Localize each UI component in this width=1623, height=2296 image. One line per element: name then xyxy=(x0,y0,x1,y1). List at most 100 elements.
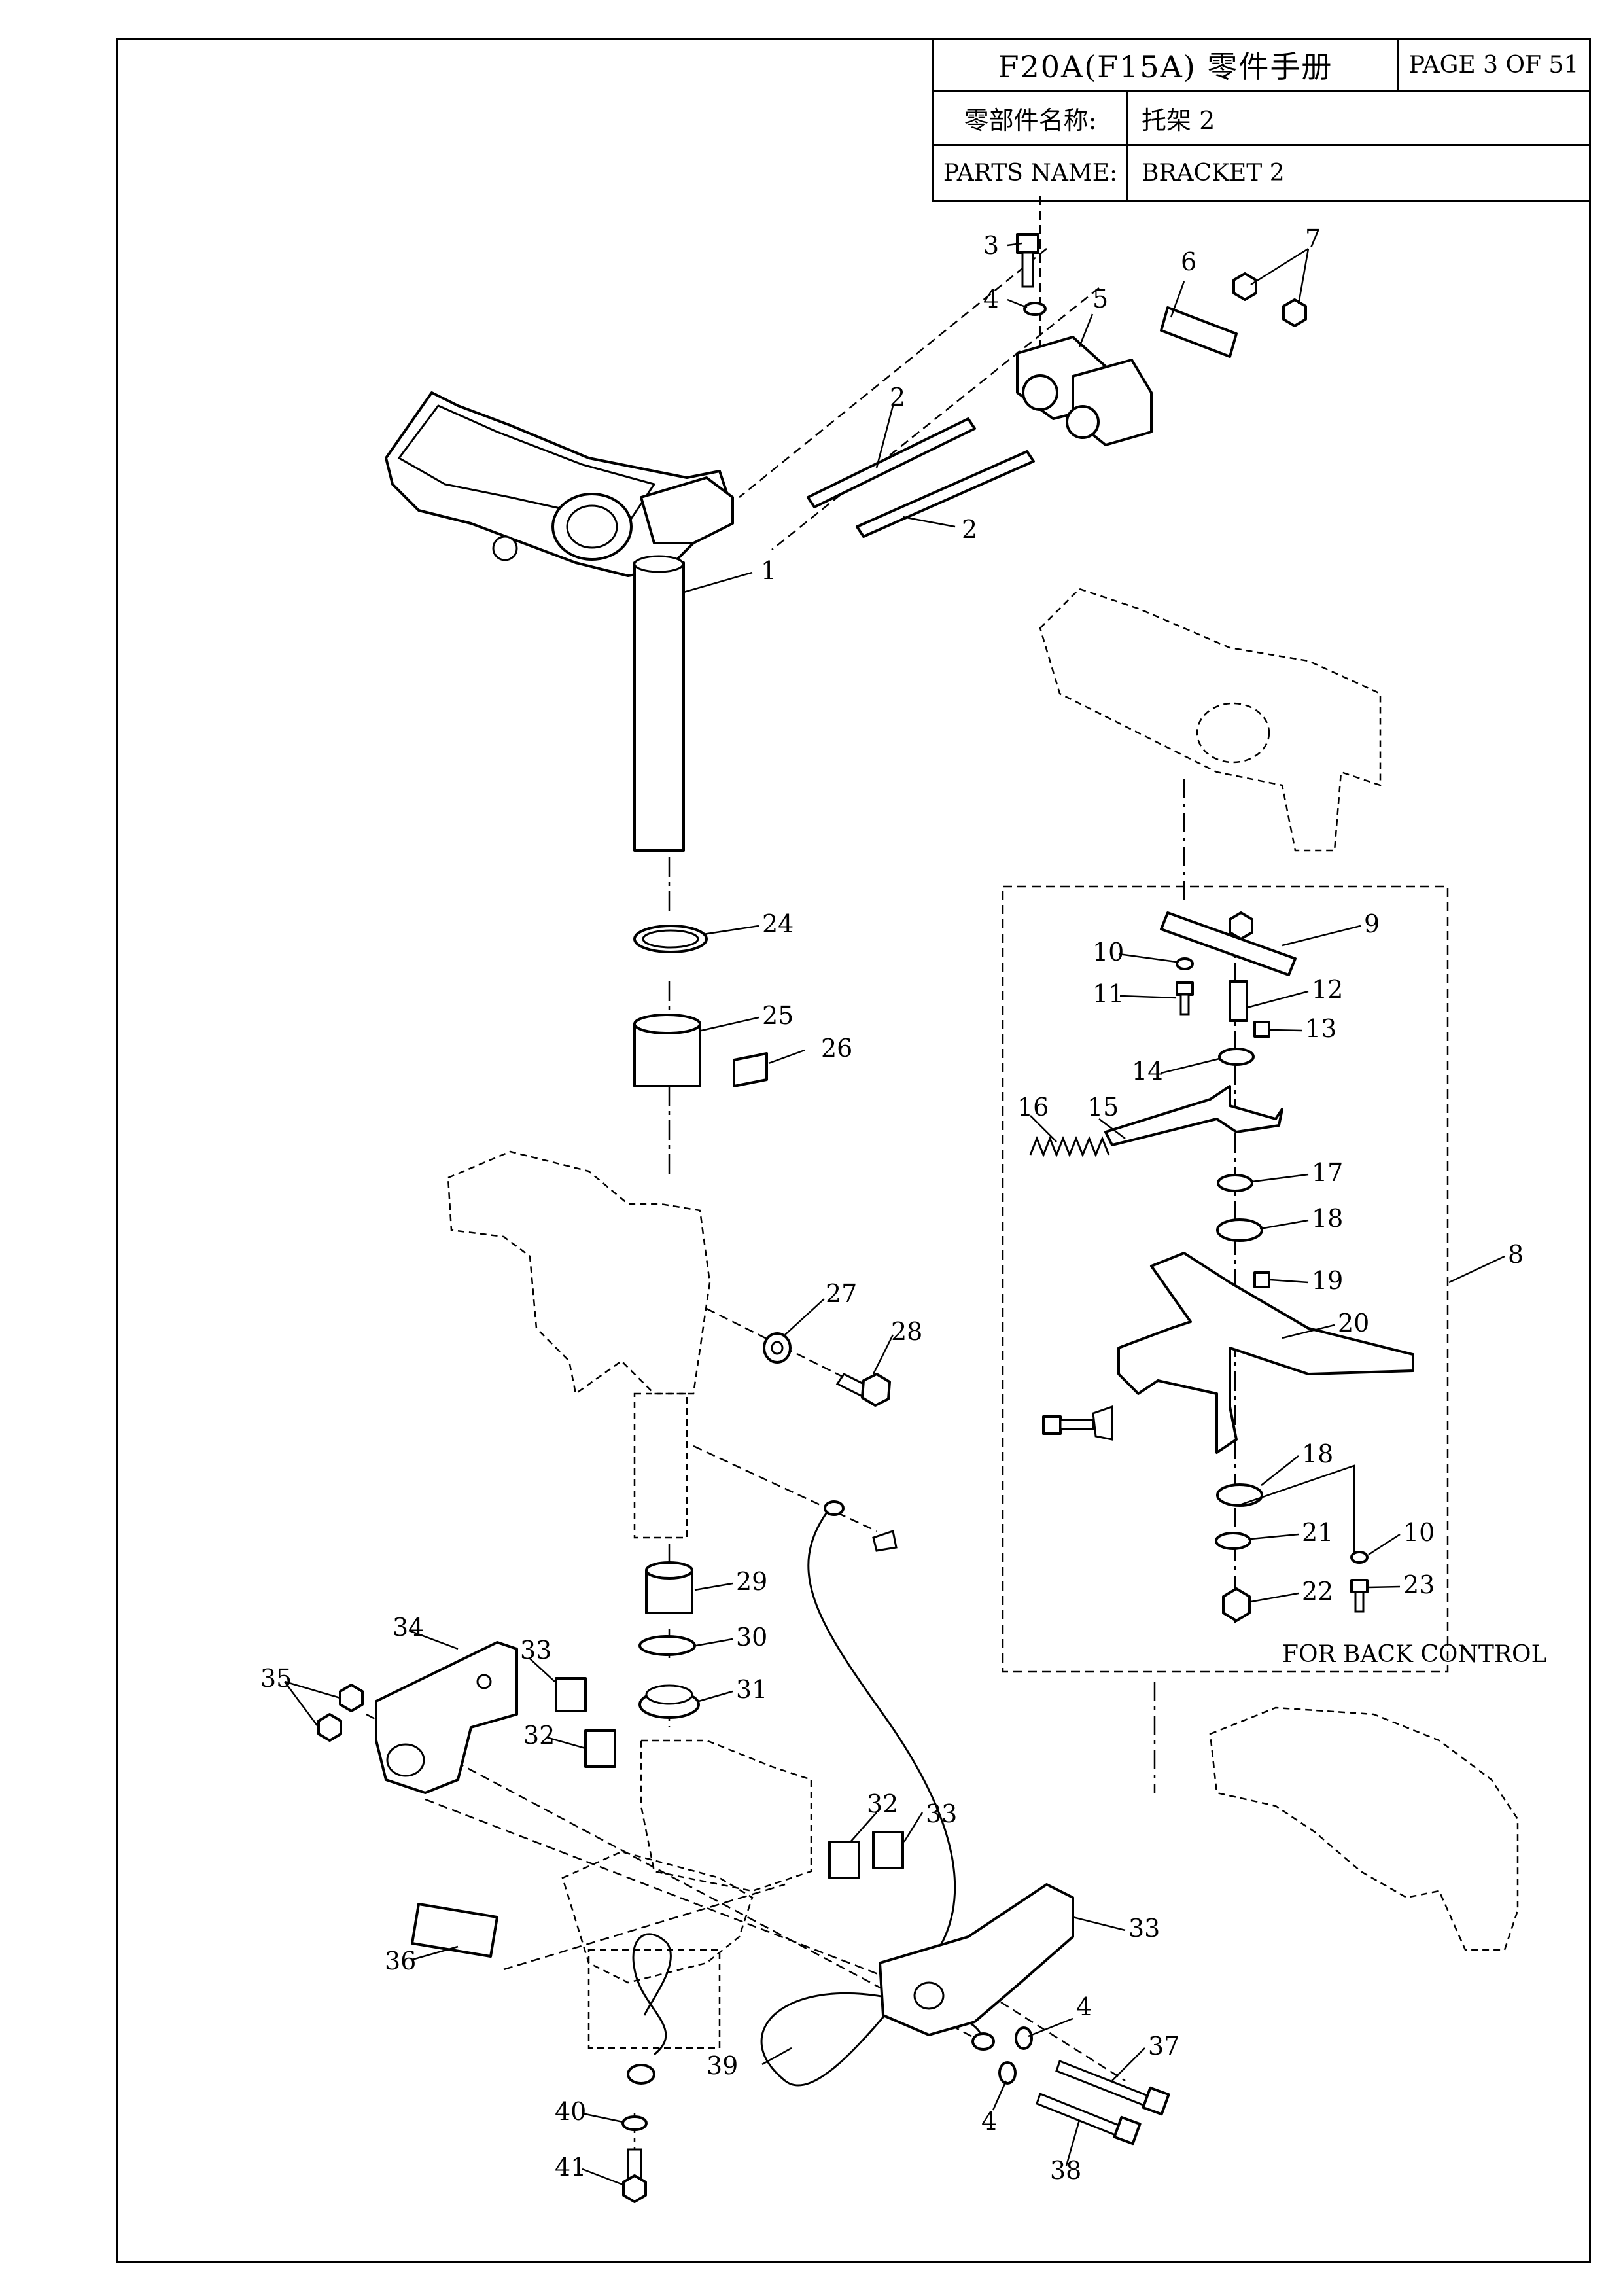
plate-part-6 xyxy=(1160,306,1238,358)
leader-line xyxy=(902,516,956,528)
leader-line xyxy=(768,1049,805,1065)
callout-10: 10 xyxy=(1092,938,1124,966)
callout-22: 22 xyxy=(1302,1577,1333,1606)
washer-part-21 xyxy=(1215,1532,1251,1550)
leader-line xyxy=(1030,1115,1057,1142)
leader-line xyxy=(1007,298,1028,309)
callout-27: 27 xyxy=(826,1279,857,1308)
callout-37: 37 xyxy=(1148,2032,1179,2060)
axis-line xyxy=(771,287,1100,550)
reference-bracket-upper-right xyxy=(1039,588,1382,852)
leader-line xyxy=(850,1812,877,1843)
leader-line xyxy=(283,1680,341,1728)
leader-line xyxy=(761,2047,792,2066)
cable-terminal xyxy=(971,2032,995,2051)
callout-19: 19 xyxy=(1312,1266,1343,1295)
leader-line xyxy=(1270,1029,1302,1032)
callout-2: 2 xyxy=(890,383,905,412)
leader-line xyxy=(1161,1057,1220,1074)
callout-40: 40 xyxy=(555,2097,586,2126)
callout-4: 4 xyxy=(1076,1992,1092,2021)
bolt-part-38 xyxy=(1036,2093,1142,2146)
plate-part-18-lower xyxy=(1216,1483,1263,1507)
nut-part-35 xyxy=(317,1713,342,1742)
swivel-bracket-part-1 xyxy=(385,391,734,852)
o-ring-part-30 xyxy=(638,1635,696,1656)
leader-line xyxy=(698,1690,733,1703)
callout-30: 30 xyxy=(736,1623,767,1651)
rubber-block-part-32 xyxy=(828,1841,860,1879)
washer-part-10 xyxy=(1350,1551,1369,1564)
leader-line xyxy=(1170,281,1185,318)
callout-29: 29 xyxy=(736,1567,767,1596)
axis-line xyxy=(425,1798,884,1977)
leader-line xyxy=(703,925,759,936)
axis-line xyxy=(503,1883,786,1971)
leader-line xyxy=(903,1812,924,1843)
callout-33: 33 xyxy=(926,1799,957,1828)
pin-part-12 xyxy=(1229,980,1248,1022)
callout-17: 17 xyxy=(1312,1158,1343,1187)
leader-line xyxy=(992,2080,1007,2111)
leader-line xyxy=(1250,247,1310,305)
callout-34: 34 xyxy=(393,1613,424,1642)
callout-33: 33 xyxy=(1128,1914,1160,1943)
callout-33: 33 xyxy=(520,1636,551,1665)
plate-part-36 xyxy=(411,1903,498,1958)
stern-bracket-reference xyxy=(447,1150,711,1539)
callout-25: 25 xyxy=(762,1001,794,1030)
callout-14: 14 xyxy=(1132,1057,1163,1086)
rubber-block-part-33 xyxy=(555,1677,587,1712)
leader-line xyxy=(1239,1464,1355,1554)
leader-line xyxy=(1118,953,1177,963)
stud-part-2-lower xyxy=(856,450,1035,538)
leader-line xyxy=(546,1736,586,1750)
collar-part-13 xyxy=(1253,1021,1270,1038)
callout-36: 36 xyxy=(385,1947,416,1975)
bushing-part-29 xyxy=(645,1561,693,1614)
ground-bolt xyxy=(1042,1405,1113,1441)
callout-12: 12 xyxy=(1312,975,1343,1004)
callout-18: 18 xyxy=(1302,1439,1333,1468)
leader-line xyxy=(411,1945,459,1961)
screw-part-23 xyxy=(1350,1579,1369,1613)
axis-line xyxy=(366,1713,982,2043)
axis-line xyxy=(739,248,1047,498)
leader-line xyxy=(1098,1118,1126,1139)
cable-screw xyxy=(872,1530,898,1552)
leader-line xyxy=(1250,1592,1299,1603)
callout-9: 9 xyxy=(1364,910,1380,938)
cable-terminal xyxy=(627,2064,655,2085)
callout-32: 32 xyxy=(867,1790,898,1818)
leader-line xyxy=(1448,1255,1505,1284)
screw-part-11 xyxy=(1176,981,1194,1016)
clamp-part-34 xyxy=(375,1641,518,1794)
leader-line xyxy=(1065,2119,1081,2166)
leader-line xyxy=(701,1016,759,1032)
callout-32: 32 xyxy=(523,1721,555,1750)
washer-part-10 xyxy=(1176,957,1194,970)
leader-line xyxy=(1282,1324,1335,1339)
callout-20: 20 xyxy=(1338,1309,1369,1337)
callout-6: 6 xyxy=(1181,247,1196,276)
leader-line xyxy=(1246,990,1309,1009)
washer-part-4 xyxy=(998,2061,1017,2085)
plate-part-18-upper xyxy=(1216,1218,1263,1242)
callout-13: 13 xyxy=(1305,1014,1336,1043)
callout-5: 5 xyxy=(1092,285,1108,313)
callout-38: 38 xyxy=(1050,2156,1081,2185)
axis-line xyxy=(1000,2001,1126,2082)
clamp-part-33-lower xyxy=(879,1883,1074,2036)
nut-part-22 xyxy=(1222,1587,1251,1622)
washer-part-4 xyxy=(1015,2026,1033,2050)
nut-on-plate-9 xyxy=(1229,911,1253,940)
leader-line xyxy=(582,2112,623,2123)
callout-16: 16 xyxy=(1017,1093,1049,1122)
parts-name-label-cn: 零部件名称: xyxy=(932,90,1128,146)
reference-bracket-lower-right xyxy=(1209,1706,1519,1951)
callout-31: 31 xyxy=(736,1675,767,1704)
callout-4: 4 xyxy=(983,285,999,313)
callout-35: 35 xyxy=(260,1664,292,1693)
callout-21: 21 xyxy=(1302,1518,1333,1547)
